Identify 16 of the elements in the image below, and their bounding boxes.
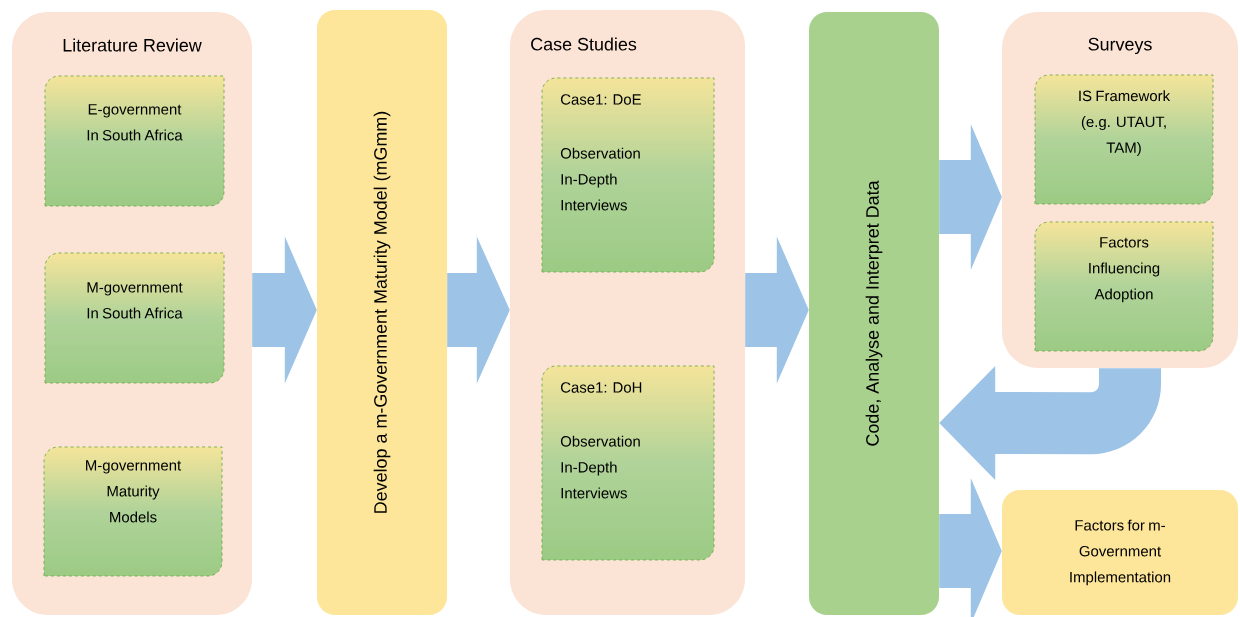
text-card: M-government In South Africa [44,252,225,384]
step-bar: Develop a m-Government Maturity Model (mGmm) [317,10,447,615]
text-card: M-government Maturity Models [43,446,223,577]
block-arrow [939,366,1161,480]
block-arrow [745,236,809,384]
text-card: E-government In South Africa [44,75,225,207]
block-arrow [252,236,317,384]
text-card: IS Framework (e.g. UTAUT, TAM) [1034,74,1214,205]
block-arrow [447,236,510,384]
block-arrow [939,478,1002,617]
text-card: Case1: DoH Observation In-Depth Interviews [541,365,715,561]
result-box: Factors for m-Government Implementation [1002,490,1238,615]
block-arrow [939,124,1002,270]
text-card: Case1: DoE Observation In-Depth Interviews [541,77,715,273]
step-bar: Code, Analyse and Interpret Data [809,12,939,615]
text-card: Factors Influencing Adoption [1034,221,1214,352]
